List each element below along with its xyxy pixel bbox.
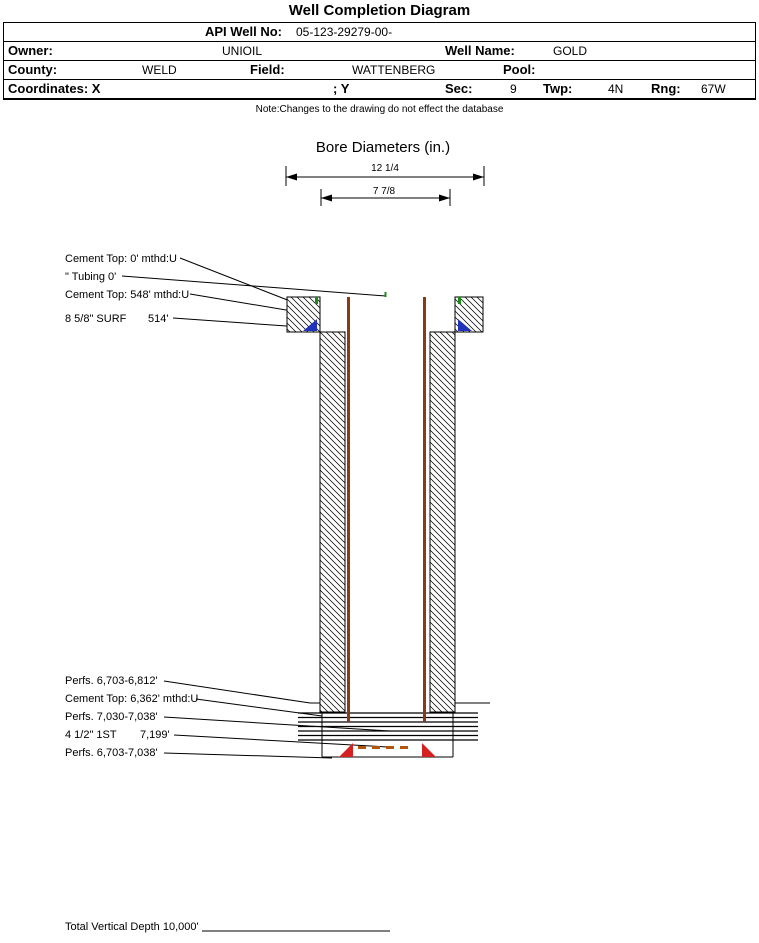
markers (303, 292, 472, 757)
inner-diameter-label: 7 7/8 (373, 186, 396, 197)
pool-label: Pool: (503, 62, 536, 77)
perfs-lower-label: Perfs. 6,703-7,038' (65, 747, 158, 759)
owner-value: UNIOIL (222, 44, 263, 58)
perfs-middle-leader (163, 716, 391, 732)
surface-casing-leader (172, 317, 302, 328)
perfs-upper-label: Perfs. 6,703-6,812' (65, 675, 158, 687)
tubing-hanger-marker (384, 292, 387, 297)
production-shoe-left-icon (339, 743, 353, 757)
total-depth-label: Total Vertical Depth 10,000' (65, 921, 199, 933)
api-well-no-value: 05-123-29279-00- (296, 25, 393, 39)
tubing-right (423, 297, 426, 722)
sec-value: 9 (510, 82, 517, 96)
table-row-api: API Well No: 05-123-29279-00- (4, 23, 755, 42)
tubing-label: " Tubing 0' (65, 271, 116, 283)
surface-casing-label: 8 5/8" SURF (65, 313, 127, 325)
cement-top-548-label: Cement Top: 548' mthd:U (65, 289, 189, 301)
casing-tail-dash (358, 746, 366, 749)
tubing-left (347, 297, 350, 722)
casing-wall-left (319, 331, 346, 713)
casing-wall-right (429, 331, 456, 713)
well-info-table: API Well No: 05-123-29279-00- Owner: UNI… (3, 22, 756, 100)
perforation-lines (298, 712, 478, 741)
table-row-coordinates: Coordinates: X ; Y Sec: 9 Twp: 4N Rng: 6… (4, 80, 755, 98)
production-shoe-right-icon (422, 743, 436, 757)
annotations: Cement Top: 0' mthd:U " Tubing 0' Cement… (65, 253, 199, 933)
well-name-label: Well Name: (445, 43, 515, 58)
database-note: Note:Changes to the drawing do not effec… (255, 104, 504, 115)
page-title: Well Completion Diagram (288, 2, 471, 19)
table-row-county: County: WELD Field: WATTENBERG Pool: (4, 61, 755, 80)
bore-diameters: Bore Diameters (in.) 12 1/4 7 7/8 (285, 139, 485, 206)
twp-label: Twp: (543, 81, 573, 96)
cement-top-6362-label: Cement Top: 6,362' mthd:U (65, 693, 198, 705)
twp-value: 4N (608, 82, 624, 96)
header: Well Completion Diagram API Well No: 05-… (0, 0, 759, 115)
cement-marker-right (458, 297, 461, 304)
cement-top-0-label: Cement Top: 0' mthd:U (65, 253, 177, 265)
arrow-right-icon (473, 173, 484, 181)
coordinates-y-label: ; Y (333, 81, 350, 96)
county-value: WELD (142, 63, 177, 77)
casing-tail-dash (386, 746, 394, 749)
cement-marker-left (315, 297, 318, 304)
leader-lines (121, 257, 490, 932)
casing-tail-dash (372, 746, 380, 749)
sec-label: Sec: (445, 81, 473, 96)
bore-diameters-title: Bore Diameters (in.) (316, 139, 450, 156)
surface-casing-depth: 514' (148, 313, 168, 325)
wellhead-interior (320, 297, 455, 332)
surface-shoe-right-icon (458, 319, 472, 331)
production-casing-depth: 7,199' (140, 729, 170, 741)
owner-label: Owner: (8, 43, 53, 58)
wellbore (286, 296, 484, 758)
table-row-owner: Owner: UNIOIL Well Name: GOLD (4, 42, 755, 61)
api-well-no-label: API Well No: (204, 24, 282, 39)
arrow-left-icon (286, 173, 297, 181)
arrow-left-icon (321, 194, 332, 202)
tubing-string (347, 297, 426, 749)
field-value: WATTENBERG (352, 63, 436, 77)
tubing-leader (121, 275, 387, 297)
cement-top-0-leader (179, 257, 291, 302)
field-label: Field: (250, 62, 285, 77)
coordinates-label: Coordinates: X (8, 81, 101, 96)
rng-value: 67W (701, 82, 726, 96)
surface-shoe-left-icon (303, 319, 317, 331)
perfs-lower-leader (163, 752, 333, 759)
casing-interior (345, 332, 430, 712)
production-casing-label: 4 1/2" 1ST (65, 729, 117, 741)
perfs-middle-label: Perfs. 7,030-7,038' (65, 711, 158, 723)
outer-diameter-label: 12 1/4 (371, 163, 399, 174)
rng-label: Rng: (651, 81, 681, 96)
county-label: County: (8, 62, 58, 77)
casing-tail-dash (400, 746, 408, 749)
production-casing-leader (173, 734, 389, 748)
arrow-right-icon (439, 194, 450, 202)
well-name-value: GOLD (553, 44, 588, 58)
